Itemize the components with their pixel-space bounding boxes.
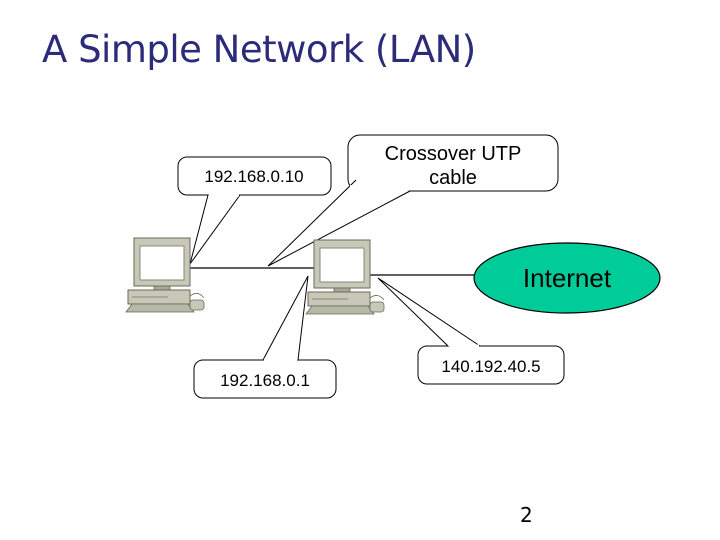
callout-pc-left-ip: 192.168.0.10 — [177, 156, 332, 265]
callout-pc-right-lan-ip: 192.168.0.1 — [193, 275, 337, 399]
internet-node: Internet — [473, 242, 661, 314]
mouse-icon — [369, 301, 385, 313]
computer-left — [125, 237, 205, 313]
page-number: 2 — [520, 503, 533, 527]
keyboard-icon — [125, 303, 195, 313]
callout-pc-left-ip-text: 192.168.0.10 — [204, 167, 303, 186]
internet-label: Internet — [523, 263, 612, 293]
keyboard-icon — [305, 305, 375, 315]
callout-pc-right-internet-ip: 140.192.40.5 — [377, 277, 565, 385]
computer-right — [305, 239, 385, 315]
slide-title: A Simple Network (LAN) — [42, 28, 476, 71]
internet-ellipse — [473, 242, 661, 314]
mouse-icon — [189, 299, 205, 311]
callout-cable-text-line2: cable — [429, 167, 477, 189]
callout-pc-right-internet-ip-text: 140.192.40.5 — [441, 357, 540, 376]
callout-cable-text-line1: Crossover UTP — [385, 143, 522, 165]
callout-pc-right-lan-ip-text: 192.168.0.1 — [220, 371, 310, 390]
callout-crossover-cable: Crossover UTP cable — [267, 134, 559, 267]
